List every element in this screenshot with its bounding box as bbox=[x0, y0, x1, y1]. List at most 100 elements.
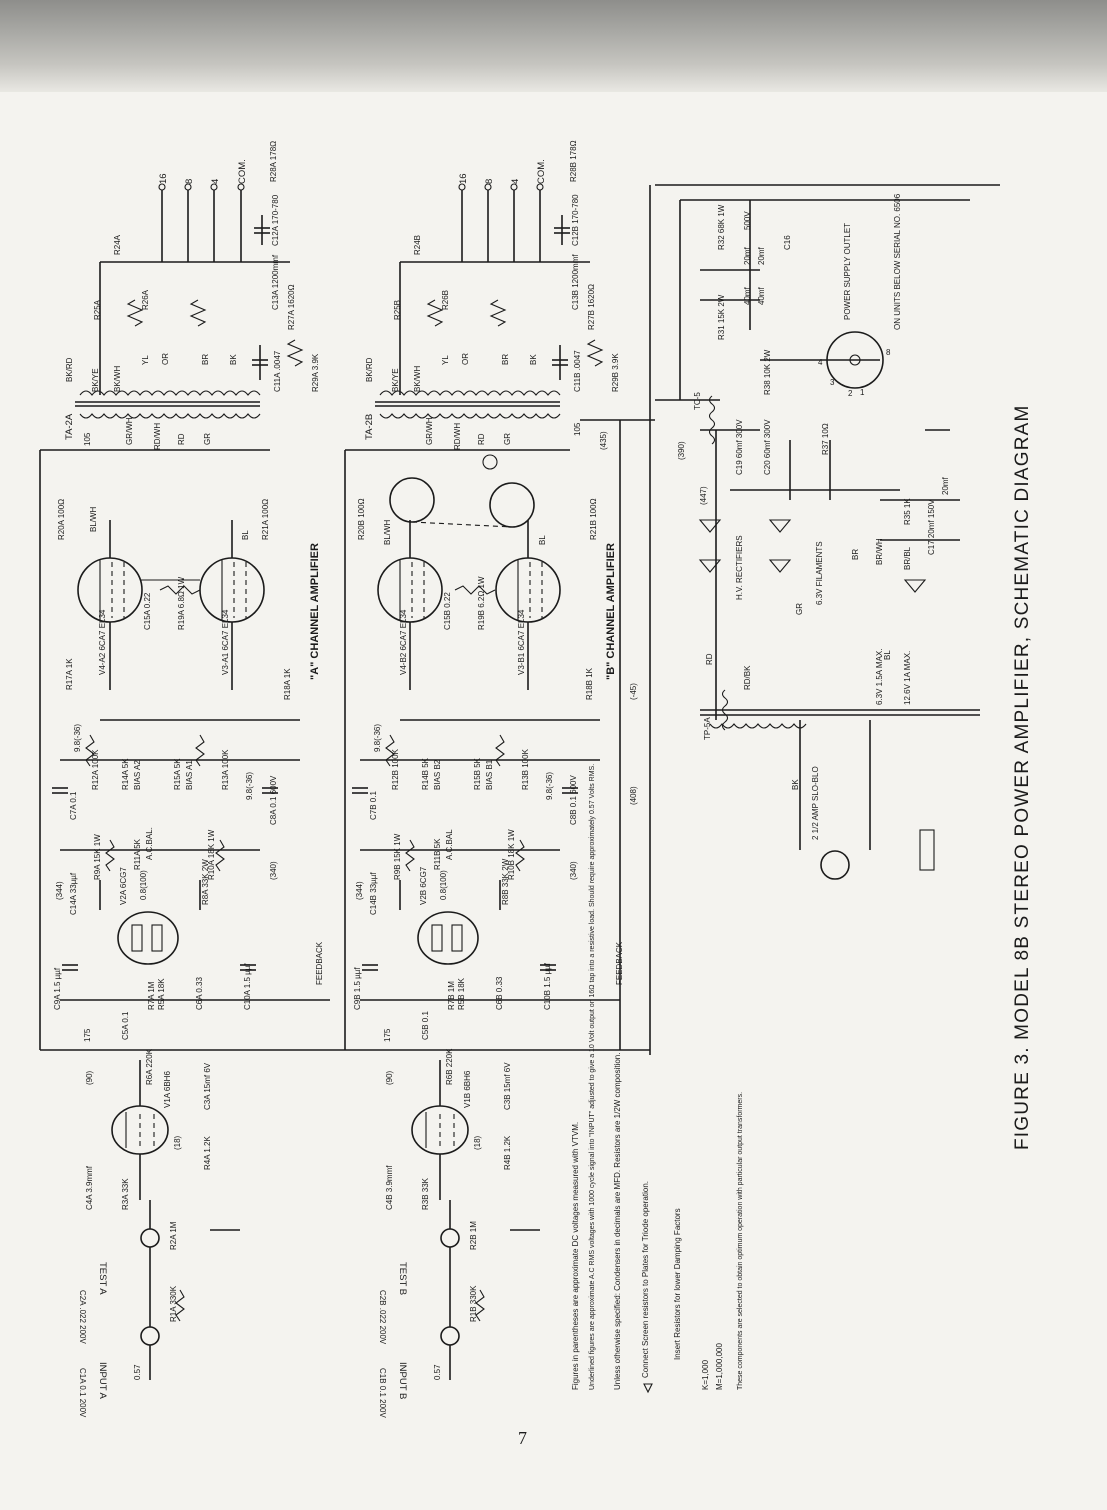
v340-a: (340) bbox=[269, 861, 278, 880]
feedback-a: FEEDBACK bbox=[315, 941, 324, 985]
c3b-label: C3B 15mf 6V bbox=[503, 1062, 512, 1110]
r26b-label: R26B bbox=[441, 290, 450, 310]
r17a-label: R17A 1K bbox=[65, 658, 74, 690]
c9b-label: C9B 1.5 µµf bbox=[353, 967, 362, 1010]
r2b-label: R2B 1M bbox=[469, 1221, 478, 1250]
tap-4-b: 4 bbox=[510, 179, 521, 184]
wire-bkwh-a: BK/WH bbox=[113, 366, 122, 392]
scan-shading bbox=[0, 0, 1107, 92]
c11b-label: C11B .0047 bbox=[573, 350, 582, 392]
ps-wire-brbl: BR/BL bbox=[903, 546, 912, 570]
r1a-label: R1A 330K bbox=[169, 1285, 178, 1322]
bias-a2-label: BIAS A2 bbox=[133, 760, 142, 790]
ps-wire-gr: GR bbox=[795, 603, 804, 615]
wire-bkye-a: BK/YE bbox=[91, 368, 100, 392]
wire-bkye-b: BK/YE bbox=[391, 368, 400, 392]
driver-stage-a: C7A 0.1 R12A 100K BIAS A2 R14A 5K R15A 5… bbox=[52, 724, 300, 880]
r8b-label: R8B 33K 2W bbox=[501, 858, 510, 905]
output-tubes-b: V4-B2 6CA7 EL34 V3-B1 6CA7 EL34 C15B 0.2… bbox=[357, 498, 598, 700]
v175-b: 175 bbox=[383, 1028, 392, 1042]
r28b-label: R28B 178Ω bbox=[569, 140, 578, 182]
c20-label: C20 60mf 300V bbox=[763, 419, 772, 475]
ps-wire-brwh: BR/WH bbox=[875, 538, 884, 565]
v1a-label: V1A 6BH6 bbox=[163, 1071, 172, 1108]
r25b-label: R25B bbox=[393, 300, 402, 320]
v-105-a: 105 bbox=[83, 432, 92, 446]
note-1: Figures in parentheses are approximate D… bbox=[571, 1122, 580, 1390]
acbal-a-label: A.C.BAL. bbox=[145, 827, 154, 860]
notes: Figures in parentheses are approximate D… bbox=[571, 764, 744, 1394]
input-level-a: 0.57 bbox=[133, 1364, 142, 1380]
c16-v1: 40mf bbox=[743, 286, 752, 305]
r19a-label: R19A 6.8Ω 1W bbox=[177, 576, 186, 630]
r32-label: R32 68K 1W bbox=[717, 204, 726, 250]
r31-label: R31 15K 2W bbox=[717, 294, 726, 340]
tap-8-b: 8 bbox=[484, 179, 495, 184]
pin-3: 3 bbox=[830, 378, 835, 387]
r4a-label: R4A 1.2K bbox=[203, 1136, 212, 1170]
wire-rd-b: RD bbox=[477, 433, 486, 445]
c16-label: C16 bbox=[783, 235, 792, 250]
v-minus45: (-45) bbox=[629, 683, 638, 700]
coupling-b: C9B 1.5 µµf C10B 1.5 µµf R7B 1M R5B 18K … bbox=[353, 962, 556, 1085]
c15b-label: C15B 0.22 bbox=[443, 592, 452, 630]
r13a-label: R13A 100K bbox=[221, 749, 230, 790]
r11a-label: R11A 5K bbox=[133, 838, 142, 870]
tc5-label: TC-5 bbox=[693, 392, 702, 410]
v36-b1: 9.8(-36) bbox=[373, 724, 382, 752]
v2-tube-a: V2A 6CG7 C14A 33µµf R8A 33K 2W (344) 0.8… bbox=[55, 859, 324, 985]
rating-1: 6.3V 1.5A MAX. bbox=[875, 649, 884, 705]
wire-gr-b: GR bbox=[503, 433, 512, 445]
c17-b-label: 20mf bbox=[941, 476, 950, 495]
driver-stage-b: C7B 0.1 R12B 100K BIAS B2 R14B 5K R15B 5… bbox=[352, 724, 600, 880]
r7a-label: R7A 1M bbox=[147, 981, 156, 1010]
fuse-label: 2 1/2 AMP SLO-BLO bbox=[811, 766, 820, 840]
input-b-label: INPUT B bbox=[397, 1362, 408, 1399]
input-stage-b: V1B 6BH6 C3B 15mf 6V R4B 1.2K C4B 3.9mmf… bbox=[378, 1060, 540, 1418]
v90-b: (90) bbox=[385, 1070, 394, 1085]
serial-note: ON UNITS BELOW SERIAL NO. 6506 bbox=[893, 193, 902, 330]
r24a-label: R24A bbox=[113, 234, 122, 255]
r13b-label: R13B 100K bbox=[521, 748, 530, 790]
r5a-label: R5A 18K bbox=[157, 978, 166, 1010]
r29a-label: R29A 3.9K bbox=[311, 353, 320, 392]
c7a-label: C7A 0.1 bbox=[69, 791, 78, 820]
r6a-label: R6A 220K bbox=[145, 1048, 154, 1085]
wire-blwh-a: BL/WH bbox=[89, 506, 98, 532]
tap-4-a: 4 bbox=[210, 179, 221, 184]
coupling-a: C9A 1.5 µµf C10A 1.5 µµf R7A 1M R5A 18K … bbox=[53, 963, 256, 1085]
ta2b-label: TA-2B bbox=[364, 414, 375, 440]
bias-a1-label: BIAS A1 bbox=[185, 760, 194, 790]
v90-a: (90) bbox=[85, 1070, 94, 1085]
v-447: (447) bbox=[699, 486, 708, 505]
r21a-label: R21A 100Ω bbox=[261, 499, 270, 540]
wire-yl-b: YL bbox=[441, 355, 450, 365]
bias-b1-label: BIAS B1 bbox=[485, 759, 494, 790]
c6b-label: C6B 0.33 bbox=[495, 976, 504, 1010]
v344-a: (344) bbox=[55, 881, 64, 900]
figure-caption: FIGURE 3. MODEL 8B STEREO POWER AMPLIFIE… bbox=[1012, 404, 1033, 1150]
power-supply: TP-5A TC-5 H.V. RECTIFIERS 6.3V FILAMENT… bbox=[679, 193, 980, 880]
v2a-label: V2A 6CG7 bbox=[119, 867, 128, 905]
r35-label: R35 1K bbox=[903, 498, 912, 525]
wire-rdwh-b: RD/WH bbox=[453, 423, 462, 450]
r19b-label: R19B 6.2Ω 1W bbox=[477, 576, 486, 630]
r4b-label: R4B 1.2K bbox=[503, 1135, 512, 1170]
r26a-label: R26A bbox=[141, 289, 150, 310]
c10a-label: C10A 1.5 µµf bbox=[243, 963, 252, 1010]
wire-br-b: BR bbox=[501, 354, 510, 365]
v3a-label: V3-A1 6CA7 EL34 bbox=[221, 609, 230, 675]
output-terminals-a: 16 8 4 COM. R28A 178Ω bbox=[158, 141, 278, 262]
c4b-label: C4B 3.9mmf bbox=[385, 1165, 394, 1210]
r38-label: R38 10K 2W bbox=[763, 349, 772, 395]
ps-wire-bl: BL bbox=[883, 650, 892, 660]
tap-16-a: 16 bbox=[158, 173, 169, 184]
note-8: These components are selected to obtain … bbox=[737, 1092, 744, 1390]
wire-rd-a: RD bbox=[177, 433, 186, 445]
v-408: (408) bbox=[629, 786, 638, 805]
r9b-label: R9B 15K 1W bbox=[393, 833, 402, 880]
output-terminals-b: 16 8 4 COM. R28B 178Ω bbox=[458, 140, 578, 262]
c5a-label: C5A 0.1 bbox=[121, 1011, 130, 1040]
r14b-label: R14B 5K bbox=[421, 757, 430, 790]
pin-4: 4 bbox=[818, 358, 823, 367]
